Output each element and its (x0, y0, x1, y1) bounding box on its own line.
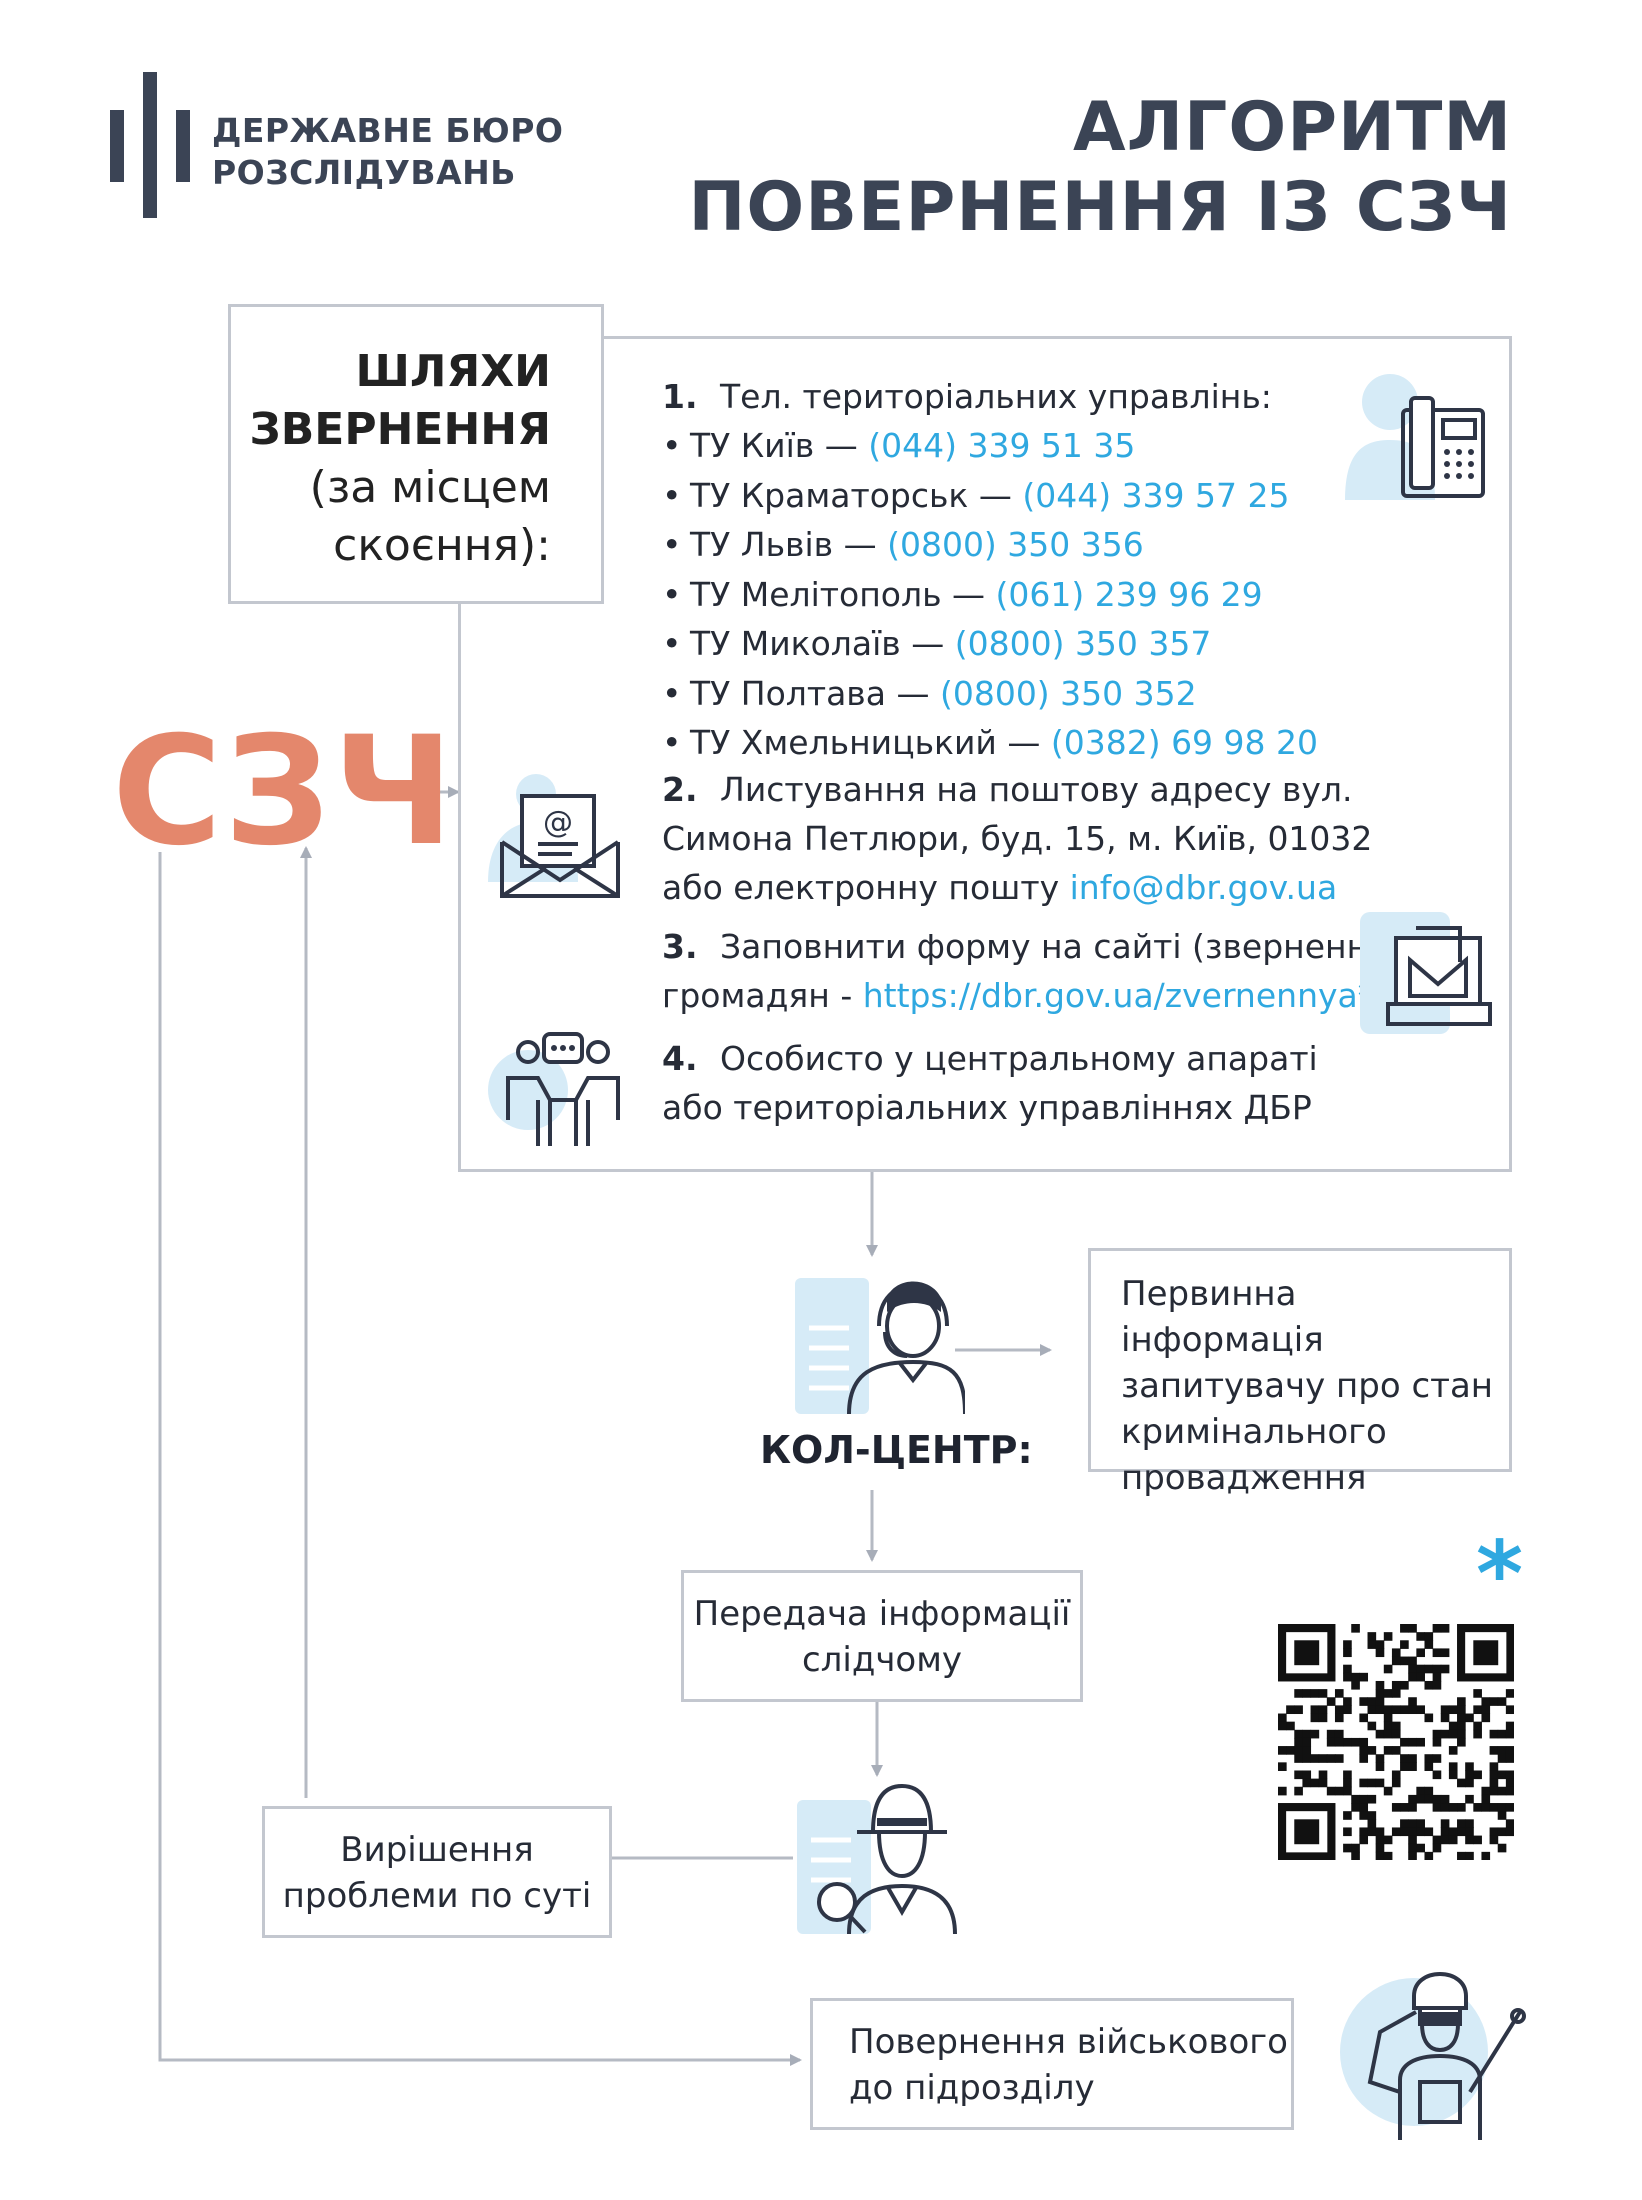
ways-line-4: скоєння): (333, 520, 551, 571)
office-phone-link[interactable]: (0800) 350 357 (954, 624, 1212, 663)
qr-code[interactable] (1278, 1624, 1514, 1860)
office-row: •ТУ Краматорськ — (044) 339 57 25 (662, 471, 1290, 520)
bullet-icon: • (662, 525, 682, 564)
contact-item-4: 4.Особисто у центральному апараті або те… (662, 1039, 1318, 1127)
bullet-icon: • (662, 624, 682, 663)
primary-info-box: Первинна інформація запитувачу про стан … (1088, 1248, 1512, 1498)
contact-item-3: 3.Заповнити форму на сайті (звернення гр… (662, 927, 1389, 1015)
office-name: ТУ Полтава — (690, 673, 940, 713)
bullet-icon: • (662, 475, 682, 515)
website-link[interactable]: https://dbr.gov.ua/zvernennya* (862, 976, 1375, 1015)
transfer-text: Передача інформації слідчому (693, 1594, 1071, 1680)
contacts-box (458, 336, 1512, 1172)
office-phone-link[interactable]: (061) 239 96 29 (995, 574, 1263, 614)
page-title: АЛГОРИТМ ПОВЕРНЕННЯ ІЗ СЗЧ (688, 88, 1512, 248)
title-line-2: ПОВЕРНЕННЯ ІЗ СЗЧ (688, 168, 1512, 247)
bullet-icon: • (662, 426, 682, 465)
szch-label: СЗЧ (112, 705, 456, 879)
primary-info-text: Первинна інформація запитувачу про стан … (1121, 1274, 1494, 1498)
ways-line-3: (за місцем (309, 462, 551, 513)
ways-line-1: ШЛЯХИ (355, 346, 551, 397)
meeting-icon (488, 1032, 620, 1146)
dbr-logo-icon (110, 72, 190, 218)
brand-line-1: ДЕРЖАВНЕ БЮРО (212, 111, 564, 150)
office-phone-link[interactable]: (0800) 350 352 (939, 673, 1197, 713)
office-phone-link[interactable]: (0800) 350 356 (887, 525, 1144, 564)
office-row: •ТУ Миколаїв — (0800) 350 357 (662, 619, 1211, 668)
ways-line-2: ЗВЕРНЕННЯ (249, 404, 551, 455)
contact-item-2: 2.Листування на поштову адресу вул. Симо… (662, 770, 1373, 907)
call-center-label: КОЛ-ЦЕНТР: (760, 1428, 1033, 1472)
brand-line-2: РОЗСЛІДУВАНЬ (212, 153, 516, 192)
office-name: ТУ Львів — (690, 525, 888, 564)
title-line-1: АЛГОРИТМ (1072, 88, 1512, 167)
qr-asterisk: * (1476, 1522, 1524, 1627)
phone-icon (1345, 374, 1485, 500)
office-row: •ТУ Мелітополь — (061) 239 96 29 (662, 570, 1263, 619)
office-row: •ТУ Київ — (044) 339 51 35 (662, 421, 1135, 470)
resolve-box: Вирішення проблеми по суті (262, 1806, 612, 1938)
svg-text:@: @ (543, 805, 573, 840)
office-name: ТУ Краматорськ — (690, 475, 1023, 515)
transfer-box: Передача інформації слідчому (681, 1570, 1083, 1702)
contact-item-1-heading: 1.Тел. територіальних управлінь: (662, 377, 1272, 416)
ways-title: ШЛЯХИ ЗВЕРНЕННЯ (за місцем скоєння): (231, 343, 551, 575)
email-link[interactable]: info@dbr.gov.ua (1069, 868, 1338, 907)
detective-icon (797, 1783, 957, 1935)
office-phone-link[interactable]: (0382) 69 98 20 (1050, 723, 1319, 762)
office-name: ТУ Хмельницький — (690, 723, 1051, 762)
email-envelope-icon: @ (488, 774, 620, 898)
office-phone-link[interactable]: (044) 339 57 25 (1022, 475, 1290, 515)
bullet-icon: • (662, 574, 682, 614)
brand-name: ДЕРЖАВНЕ БЮРО РОЗСЛІДУВАНЬ (212, 110, 564, 194)
call-center-operator-icon (795, 1278, 965, 1415)
office-name: ТУ Миколаїв — (690, 624, 955, 663)
saluting-soldier-icon (1340, 1972, 1526, 2140)
office-row: •ТУ Львів — (0800) 350 356 (662, 520, 1144, 569)
resolve-text: Вирішення проблеми по суті (282, 1830, 592, 1916)
office-row: •ТУ Полтава — (0800) 350 352 (662, 669, 1197, 718)
return-text: Повернення військового до підрозділу (849, 2022, 1288, 2108)
office-phone-link[interactable]: (044) 339 51 35 (868, 426, 1136, 465)
office-name: ТУ Мелітополь — (690, 574, 996, 614)
office-row: •ТУ Хмельницький — (0382) 69 98 20 (662, 718, 1318, 767)
office-name: ТУ Київ — (690, 426, 869, 465)
return-box: Повернення військового до підрозділу (810, 1998, 1294, 2130)
laptop-mail-icon (1360, 912, 1492, 1034)
bullet-icon: • (662, 723, 682, 762)
ways-box: ШЛЯХИ ЗВЕРНЕННЯ (за місцем скоєння): (228, 304, 604, 604)
bullet-icon: • (662, 673, 682, 713)
